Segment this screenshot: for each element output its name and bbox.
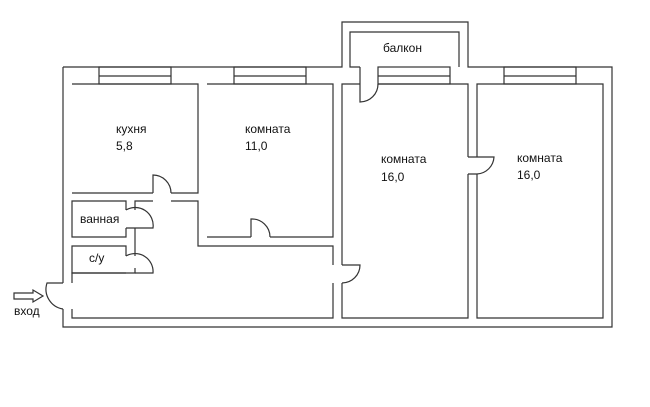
bathroom-walls xyxy=(71,200,127,238)
room1-walls xyxy=(207,83,334,238)
room2-walls xyxy=(341,83,469,319)
door-bathroom xyxy=(125,206,154,229)
balcony-label: балкон xyxy=(383,41,422,55)
room2-area: 16,0 xyxy=(381,170,405,184)
door-entrance xyxy=(45,282,64,310)
room1-area: 11,0 xyxy=(245,139,268,153)
door-wc xyxy=(125,252,154,274)
room3-area: 16,0 xyxy=(517,168,541,182)
door-kitchen xyxy=(152,174,172,194)
room1-label: комната xyxy=(245,122,291,136)
bathroom-label: ванная xyxy=(80,212,120,226)
balcony xyxy=(349,31,460,68)
kitchen-walls xyxy=(72,83,199,194)
door-room3 xyxy=(468,156,495,175)
room2-label: комната xyxy=(381,152,427,166)
kitchen-label: кухня xyxy=(116,122,147,136)
entrance-label: вход xyxy=(14,304,40,318)
windows xyxy=(98,66,577,85)
room3-label: комната xyxy=(517,151,563,165)
door-room2 xyxy=(341,264,361,284)
kitchen-area: 5,8 xyxy=(116,139,133,153)
wc-walls xyxy=(71,245,127,274)
door-balcony xyxy=(359,67,379,103)
door-room1 xyxy=(250,218,271,238)
room3-walls xyxy=(476,83,604,319)
wc-label: с/у xyxy=(89,251,105,265)
entrance-arrow-icon xyxy=(13,288,45,304)
outer-wall xyxy=(62,21,613,328)
